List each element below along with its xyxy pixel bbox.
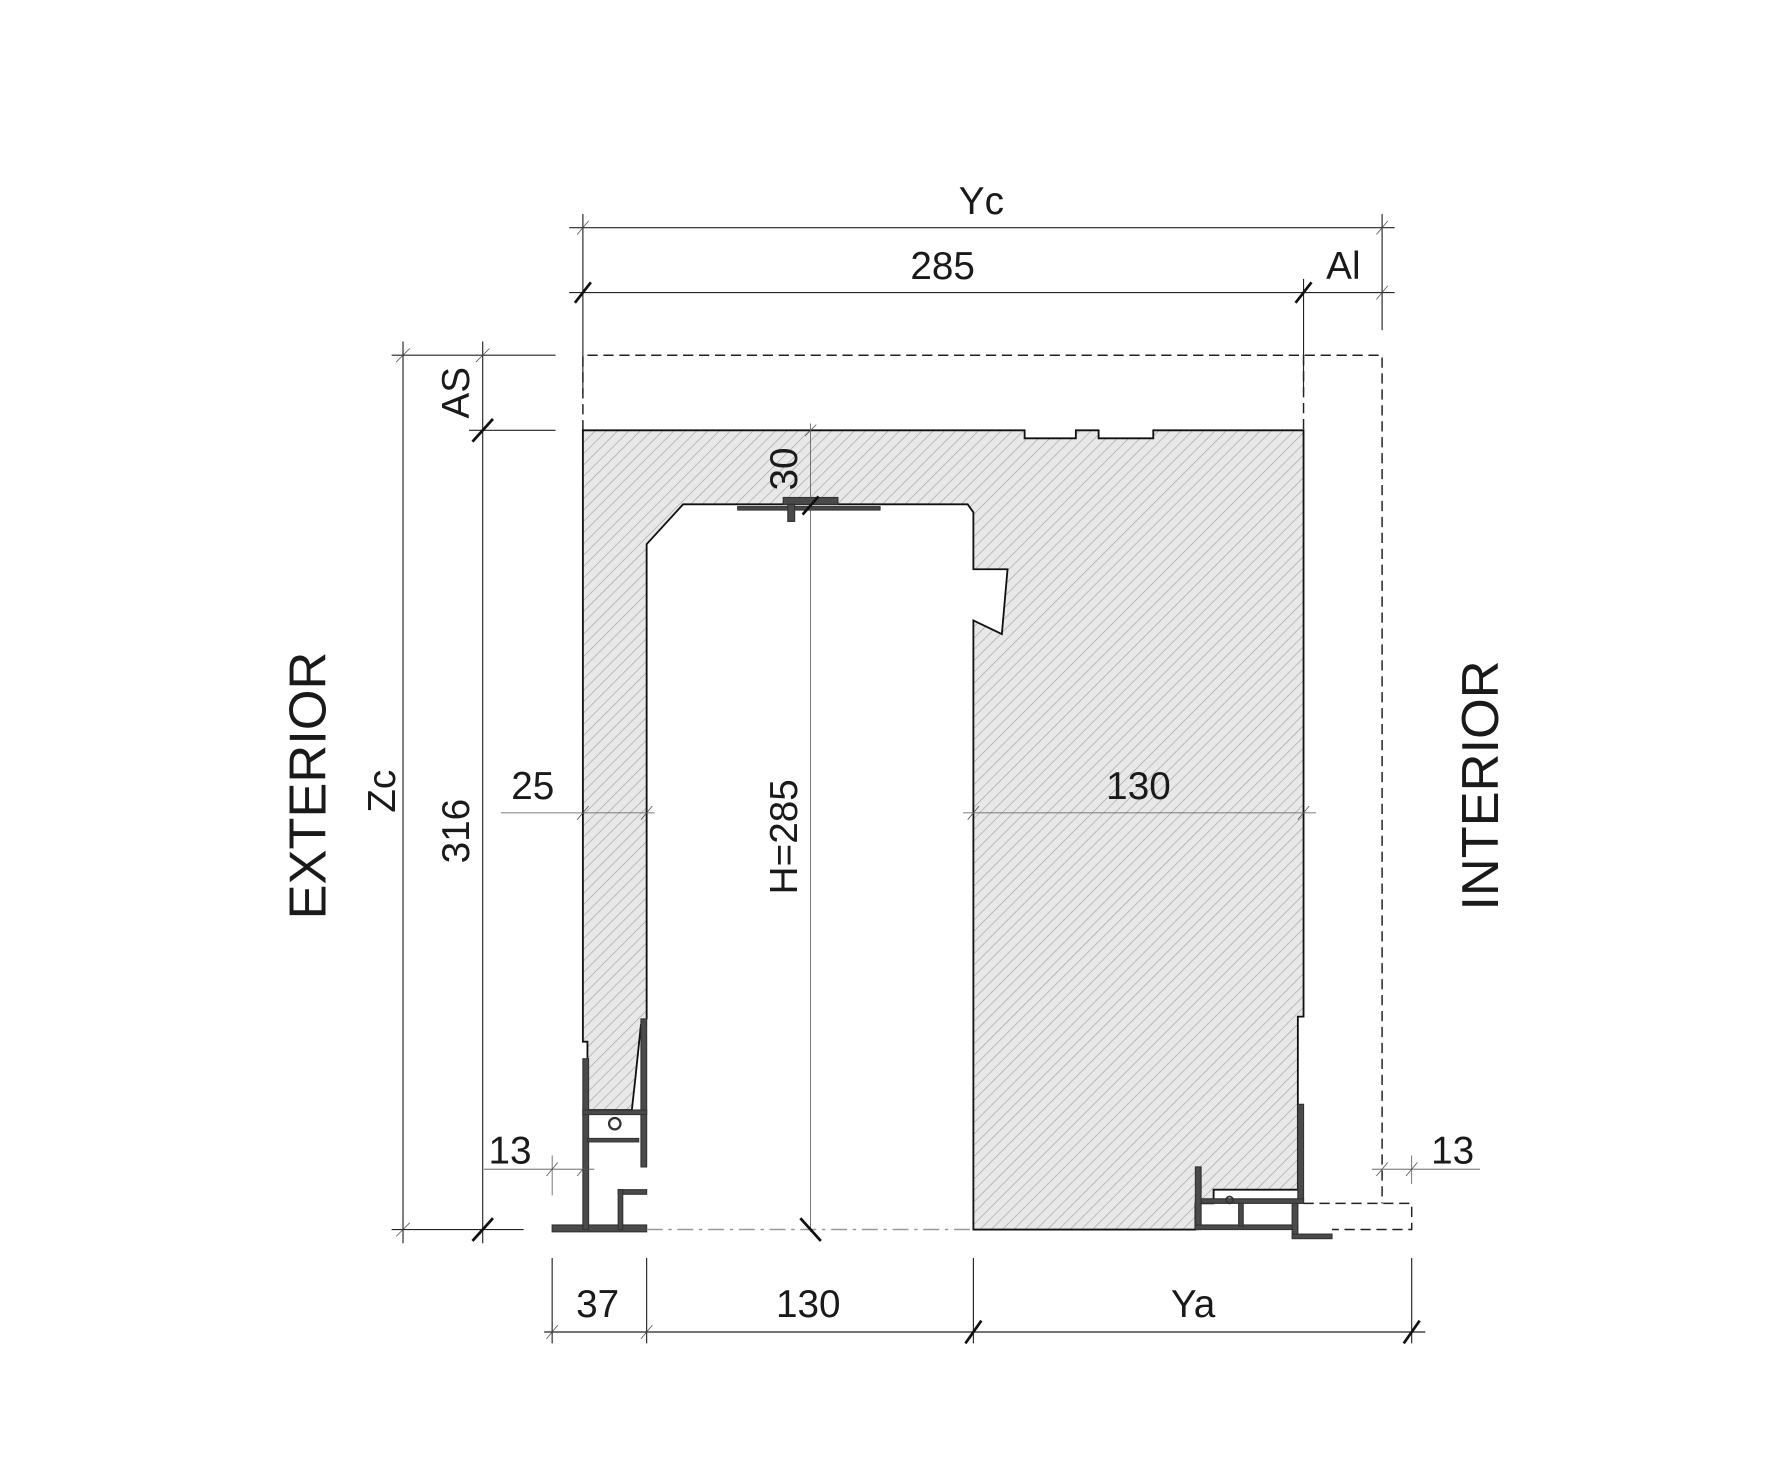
inner-dimensions: H=285 30 25 130 13 13 INTERIOR [483, 423, 1510, 1242]
dim-13-left: 13 [489, 1130, 532, 1173]
top-dimensions: Yc 285 Al [569, 180, 1395, 393]
bottom-dimensions: 37 130 Ya [544, 1258, 1426, 1345]
dim-316: 316 [435, 799, 478, 864]
label-interior: INTERIOR [1452, 660, 1510, 910]
right-frame-profile [1194, 1103, 1333, 1240]
left-frame-profile [551, 1018, 648, 1233]
dim-285: 285 [910, 245, 975, 288]
dim-al: Al [1326, 245, 1360, 288]
dim-zc: Zc [361, 770, 404, 813]
dim-25: 25 [511, 765, 554, 808]
dim-37: 37 [576, 1283, 619, 1326]
dim-130-right: 130 [1106, 765, 1171, 808]
dim-ya: Ya [1171, 1283, 1216, 1326]
dim-30: 30 [763, 448, 806, 491]
label-exterior: EXTERIOR [280, 652, 338, 920]
wall-section [581, 429, 1305, 1231]
dim-h285: H=285 [763, 779, 806, 894]
dim-as: AS [435, 367, 478, 419]
dim-13-right: 13 [1431, 1130, 1474, 1173]
dim-130-bottom: 130 [776, 1283, 841, 1326]
dim-yc: Yc [959, 180, 1004, 223]
left-dimensions: AS Zc 316 EXTERIOR [280, 341, 556, 1244]
